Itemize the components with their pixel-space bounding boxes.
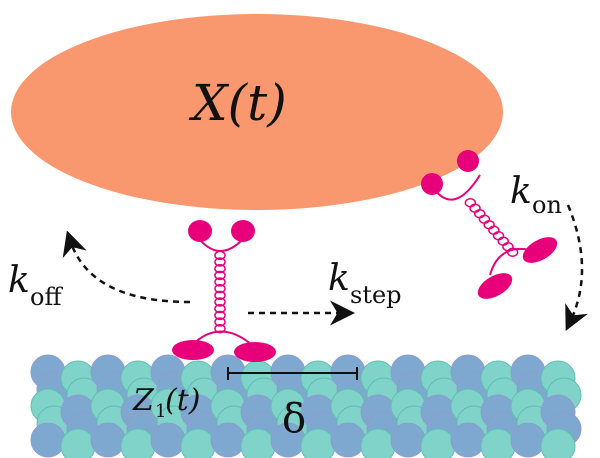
k-off-label: k — [8, 260, 30, 301]
tubulin-subunit — [450, 422, 486, 458]
motor-head — [231, 220, 255, 242]
tubulin-subunit — [180, 428, 216, 458]
position-argument: (t) — [165, 383, 200, 418]
k-step-subscript: step — [350, 281, 402, 309]
tubulin-subunit — [120, 428, 156, 458]
microtubule — [30, 354, 582, 458]
k-on-arrow — [565, 204, 588, 332]
k-step-label: k — [328, 258, 350, 299]
coiled-coil-segment — [214, 317, 226, 327]
tubulin-subunit — [360, 428, 396, 458]
tubulin-subunit — [420, 428, 456, 458]
coiled-coil-segment — [214, 250, 226, 261]
coiled-coil-segment — [214, 257, 226, 267]
cargo-ellipse — [11, 14, 503, 210]
tubulin-subunit — [210, 422, 246, 458]
coiled-coil-segment — [214, 310, 226, 321]
motor-foot — [234, 342, 276, 362]
tubulin-subunit — [90, 422, 126, 458]
k-off-arrow — [62, 230, 191, 304]
motor-head — [457, 150, 479, 172]
tubulin-subunit — [240, 428, 276, 458]
position-subscript: 1 — [155, 401, 166, 422]
step-size-label: δ — [282, 396, 306, 442]
tubulin-subunit — [30, 422, 66, 458]
coiled-coil-segment — [214, 290, 226, 301]
tubulin-subunit — [300, 428, 336, 458]
k-on-label: k — [510, 171, 532, 212]
unbound-motor — [421, 150, 558, 299]
coiled-coil-segment — [214, 303, 226, 314]
coiled-coil-segment — [214, 297, 226, 307]
motor-foot — [522, 237, 558, 263]
tubulin-subunit — [390, 422, 426, 458]
tubulin-subunit — [330, 422, 366, 458]
tubulin-subunit — [510, 422, 546, 458]
step-ruler — [227, 367, 358, 380]
tubulin-subunit — [150, 422, 186, 458]
motor-head — [421, 173, 443, 195]
bound-motor — [172, 220, 276, 362]
k-on-subscript: on — [532, 191, 562, 219]
coiled-coil-segment — [214, 283, 226, 294]
coiled-coil-segment — [214, 263, 226, 274]
k-off-subscript: off — [30, 283, 63, 311]
cargo-label: X(t) — [188, 74, 287, 132]
coiled-coil-segment — [214, 270, 226, 281]
position-label: Z — [132, 383, 155, 418]
motor-foot — [477, 273, 513, 299]
coiled-coil-segment — [214, 277, 226, 287]
motor-foot — [172, 340, 214, 360]
tubulin-subunit — [480, 428, 516, 458]
motor-head — [188, 220, 212, 242]
tubulin-subunit — [540, 428, 576, 458]
tubulin-subunit — [60, 428, 96, 458]
coiled-coil-segment — [214, 323, 226, 334]
